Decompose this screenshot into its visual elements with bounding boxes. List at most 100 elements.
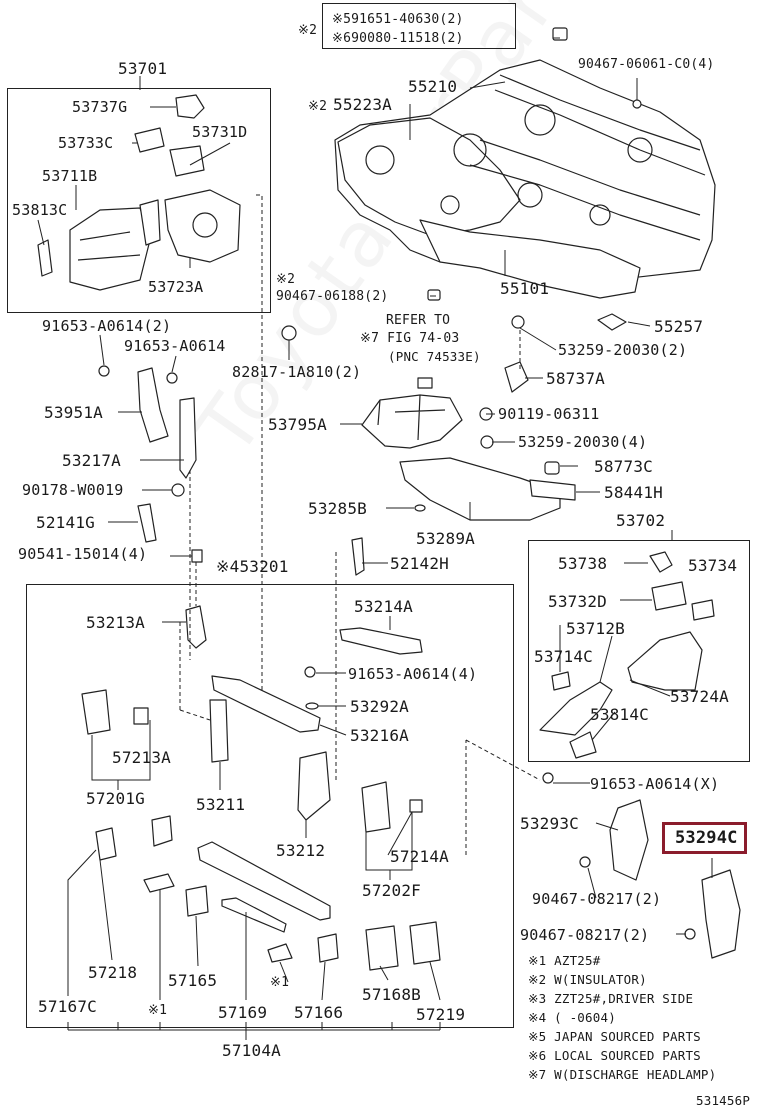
label-53733C: 53733C xyxy=(58,134,114,152)
brace-53217A xyxy=(179,397,197,479)
apron-53724A xyxy=(627,631,703,691)
footnote-4: ※4 ( -0604) xyxy=(528,1010,616,1025)
label-53711B: 53711B xyxy=(42,167,98,185)
label-90467-08217-b: 90467-08217(2) xyxy=(520,926,650,944)
label-53813C: 53813C xyxy=(12,201,68,219)
label-53216A: 53216A xyxy=(350,726,409,745)
label-91653-a0614-4: 91653-A0614(4) xyxy=(348,665,478,683)
label-53211: 53211 xyxy=(196,795,246,814)
label-57201G: 57201G xyxy=(86,789,145,808)
label-90178-w0019: 90178-W0019 xyxy=(22,481,124,499)
label-90467-06061: 90467-06061-C0(4) xyxy=(578,57,715,72)
label-53723A: 53723A xyxy=(148,278,204,296)
cover-53289A xyxy=(399,457,561,521)
label-53712B: 53712B xyxy=(566,619,625,638)
label-58737A: 58737A xyxy=(546,369,605,388)
bar-53214A xyxy=(339,627,423,655)
label-53734: 53734 xyxy=(688,556,738,575)
group-box-53201 xyxy=(26,584,514,1028)
footnote-1: ※1 AZT25# xyxy=(528,953,601,968)
label-57214A: 57214A xyxy=(390,847,449,866)
label-53814C: 53814C xyxy=(590,705,649,724)
bracket-53733C xyxy=(134,127,165,153)
bracket-52141G xyxy=(137,503,157,543)
label-57202F: 57202F xyxy=(362,881,421,900)
footnotes: ※1 AZT25# ※2 W(INSULATOR) ※3 ZZT25#,DRIV… xyxy=(528,954,716,1082)
label-91653-a0614: 91653-A0614 xyxy=(124,337,226,355)
pnc-reference: (PNC 74533E) xyxy=(388,349,481,364)
bracket-57218 xyxy=(95,827,117,861)
bracket-57219 xyxy=(409,921,441,965)
label-53732D: 53732D xyxy=(548,592,607,611)
plate-57167C xyxy=(143,873,175,893)
bracket-53213A xyxy=(185,605,207,649)
note-top-line-1: ※591651-40630(2) xyxy=(332,12,464,27)
support-53211 xyxy=(209,699,229,763)
figure-reference: ※7 FIG 74-03 xyxy=(360,331,460,346)
label-53294C-highlighted[interactable]: 53294C xyxy=(662,822,747,854)
label-53951A: 53951A xyxy=(44,403,103,422)
label-57168B: 57168B xyxy=(362,985,421,1004)
label-53214A: 53214A xyxy=(354,597,413,616)
label-53714C: 53714C xyxy=(534,647,593,666)
pad-55257 xyxy=(597,313,627,331)
label-55210: 55210 xyxy=(408,77,458,96)
label-53292A: 53292A xyxy=(350,697,409,716)
label-55257: 55257 xyxy=(654,317,704,336)
bracket-53813C xyxy=(37,239,53,277)
bracket-53734 xyxy=(691,599,715,621)
label-57169: 57169 xyxy=(218,1003,268,1022)
label-53289A: 53289A xyxy=(416,529,475,548)
mark-1-b: ※1 xyxy=(148,1003,168,1018)
label-91653-a0614-2: 91653-A0614(2) xyxy=(42,317,172,335)
bracket-53795A xyxy=(361,394,463,449)
mark-1-a: ※1 xyxy=(270,975,290,990)
label-53285B: 53285B xyxy=(308,499,367,518)
footnote-3: ※3 ZZT25#,DRIVER SIDE xyxy=(528,991,694,1006)
note-mark-top: ※2 xyxy=(298,23,318,38)
label-82817-1a810: 82817-1A810(2) xyxy=(232,363,362,381)
group-box-53702 xyxy=(528,540,750,762)
footnote-5: ※5 JAPAN SOURCED PARTS xyxy=(528,1029,701,1044)
footnote-7: ※7 W(DISCHARGE HEADLAMP) xyxy=(528,1067,717,1082)
label-53737G: 53737G xyxy=(72,98,128,116)
dash-insulator-55223A xyxy=(337,117,521,236)
label-90541-15014: 90541-15014(4) xyxy=(18,545,148,563)
label-55101: 55101 xyxy=(500,279,550,298)
label-53259-20030-4: 53259-20030(4) xyxy=(518,433,648,451)
bar-57169 xyxy=(221,897,287,933)
label-53201: ※453201 xyxy=(216,557,289,576)
bracket-57166 xyxy=(317,933,339,963)
bracket-57214A xyxy=(361,781,391,833)
label-53731D: 53731D xyxy=(192,123,248,141)
dash-ribs xyxy=(469,74,706,241)
diagram-code: 531456P xyxy=(696,1093,751,1108)
bracket-58441H xyxy=(529,479,576,501)
bracket-53731D xyxy=(169,145,205,177)
group-box-53701 xyxy=(7,88,271,313)
label-53724A: 53724A xyxy=(670,687,729,706)
label-90467-06188: 90467-06188(2) xyxy=(276,289,389,304)
label-53702: 53702 xyxy=(616,511,666,530)
bracket-53732D xyxy=(651,581,687,611)
label-53213A: 53213A xyxy=(86,613,145,632)
dash-panel-55101 xyxy=(419,219,641,299)
label-55223A: 55223A xyxy=(333,95,392,114)
label-91653-a0614-x: 91653-A0614(X) xyxy=(590,775,720,793)
label-53738: 53738 xyxy=(558,554,608,573)
bracket-53814C xyxy=(569,731,597,759)
footnote-2: ※2 W(INSULATOR) xyxy=(528,972,647,987)
label-53701: 53701 xyxy=(118,59,168,78)
label-58773C: 58773C xyxy=(594,457,653,476)
label-90119-06311: 90119-06311 xyxy=(498,405,600,423)
bracket-57165 xyxy=(185,885,209,917)
bracket-57168B xyxy=(365,925,399,971)
apron-53723A xyxy=(164,189,241,263)
label-52142H: 52142H xyxy=(390,554,449,573)
label-53293C: 53293C xyxy=(520,814,579,833)
bracket-53738 xyxy=(649,551,673,573)
label-52141G: 52141G xyxy=(36,513,95,532)
label-57218: 57218 xyxy=(88,963,138,982)
